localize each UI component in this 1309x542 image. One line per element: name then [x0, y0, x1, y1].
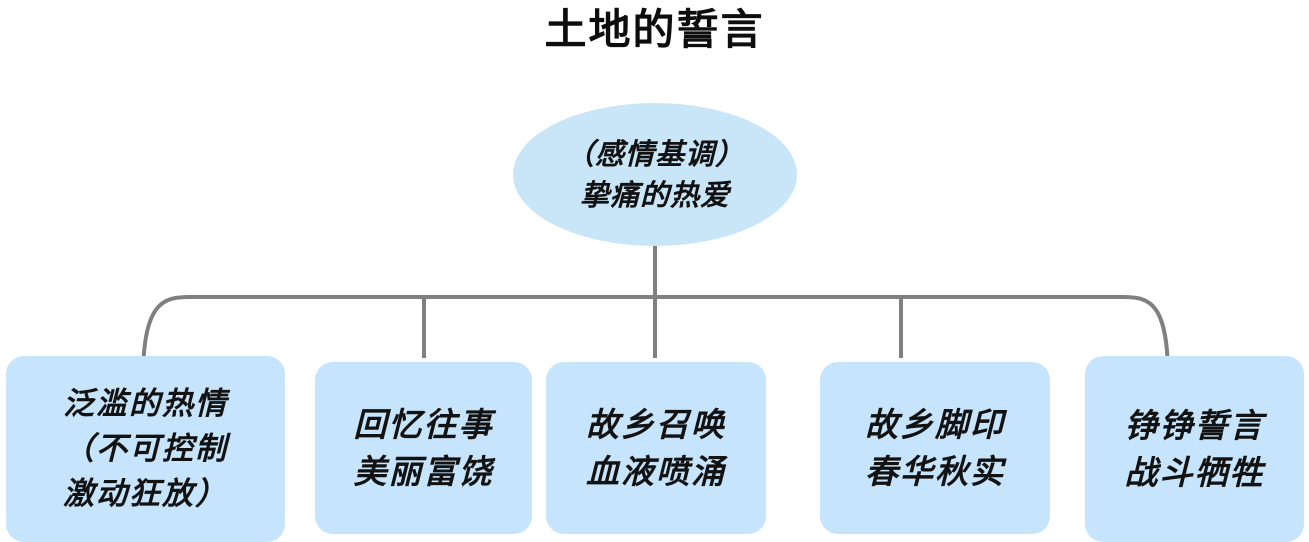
branch-node-3-line-2: 血液喷涌 — [586, 452, 726, 491]
branch-node-2[interactable]: 回忆往事 美丽富饶 — [315, 362, 532, 534]
branch-node-5-line-1: 铮铮誓言 — [1124, 406, 1265, 445]
root-node-line-1: （感情基调） — [564, 136, 745, 171]
page-title: 土地的誓言 — [544, 5, 765, 54]
branch-node-4-line-1: 故乡脚印 — [865, 405, 1005, 444]
branch-node-3-line-1: 故乡召唤 — [586, 405, 726, 444]
root-node[interactable]: （感情基调） 挚痛的热爱 — [513, 103, 797, 246]
branch-node-2-line-2: 美丽富饶 — [353, 452, 494, 491]
branch-node-5[interactable]: 铮铮誓言 战斗牺牲 — [1085, 356, 1304, 542]
branch-node-4[interactable]: 故乡脚印 春华秋实 — [820, 362, 1050, 534]
branch-node-4-line-2: 春华秋实 — [865, 452, 1005, 491]
root-node-line-2: 挚痛的热爱 — [579, 177, 730, 212]
branch-node-3[interactable]: 故乡召唤 血液喷涌 — [546, 362, 766, 534]
branch-node-1-line-3: 激动狂放） — [63, 475, 228, 512]
branch-node-5-line-2: 战斗牺牲 — [1124, 453, 1265, 492]
branch-node-1-line-2: （不可控制 — [63, 430, 228, 467]
branch-node-2-line-1: 回忆往事 — [353, 405, 494, 444]
branch-node-1-line-1: 泛滥的热情 — [63, 385, 228, 422]
branch-node-1[interactable]: 泛滥的热情 （不可控制 激动狂放） — [6, 356, 285, 542]
